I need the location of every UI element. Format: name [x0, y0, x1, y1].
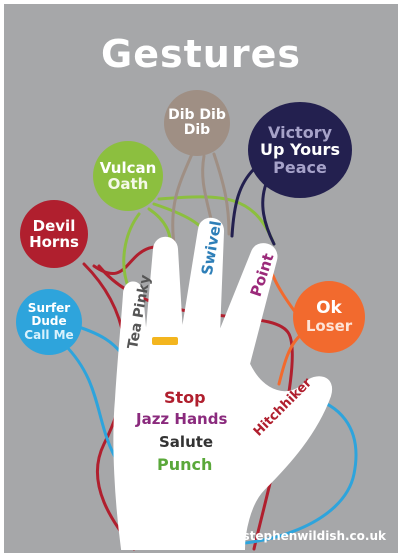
call-me-label: Call Me	[24, 327, 74, 342]
surfer-label: Surfer	[27, 301, 71, 316]
dib-dib-label: Dib Dib	[168, 106, 226, 123]
oath-label: Oath	[107, 175, 149, 193]
ok-circle: Ok Loser	[293, 281, 365, 353]
dib-dib-circle: Dib Dib Dib	[164, 90, 230, 156]
dude-label: Dude	[31, 314, 67, 329]
stop-label: Stop	[164, 388, 206, 407]
poster-background: Gestures	[4, 4, 398, 553]
vulcan-label: Vulcan	[99, 158, 157, 177]
victory-circle: Victory Up Yours Peace	[248, 102, 352, 198]
up-yours-label: Up Yours	[260, 140, 340, 160]
salute-label: Salute	[159, 433, 214, 451]
devil-label: Devil	[32, 216, 76, 235]
jazz-hands-label: Jazz Hands	[136, 410, 228, 428]
poster-title: Gestures	[101, 32, 301, 76]
credit-text: stephenwildish.co.uk	[242, 529, 386, 543]
hand-and-lines-illustration	[62, 152, 358, 551]
victory-label: Victory	[267, 122, 333, 142]
wedding-label: wedding	[154, 329, 183, 336]
peace-label: Peace	[273, 157, 327, 177]
loser-label: Loser	[305, 317, 353, 336]
devil-horns-circle: Devil Horns	[20, 200, 88, 268]
horns-label: Horns	[29, 233, 79, 251]
vulcan-oath-circle: Vulcan Oath	[93, 141, 163, 211]
surfer-dude-circle: Surfer Dude Call Me	[16, 289, 82, 355]
punch-label: Punch	[157, 455, 213, 474]
ok-label: Ok	[316, 298, 342, 319]
dib-label: Dib	[183, 122, 211, 138]
